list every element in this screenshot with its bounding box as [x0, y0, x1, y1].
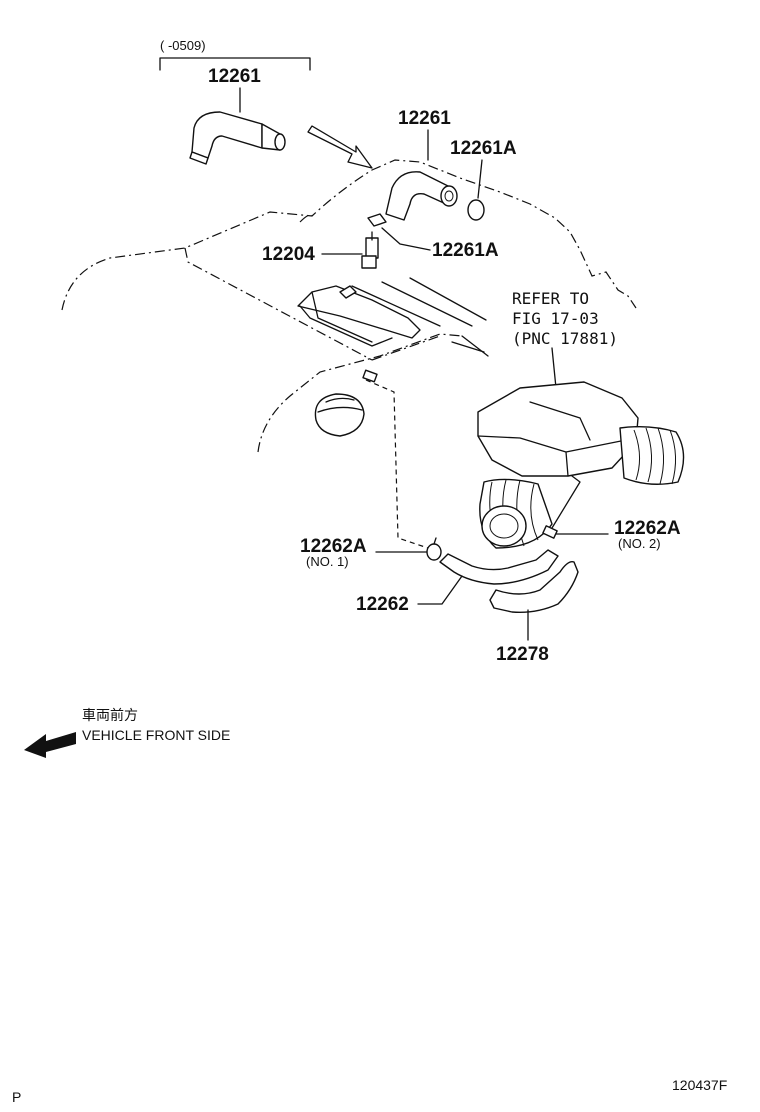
refer-note: REFER TO FIG 17-03 (PNC 17881): [512, 289, 618, 348]
hose-12278-part[interactable]: [489, 561, 579, 614]
clamp-12261a-lower-part[interactable]: [367, 213, 387, 227]
hose-12261-part[interactable]: [385, 171, 458, 221]
engine-outline: [61, 159, 637, 453]
svg-text:REFER TO: REFER TO: [512, 289, 589, 308]
label-clamp-no2[interactable]: 12262A: [614, 518, 681, 539]
hose-12262-part[interactable]: [439, 549, 559, 585]
label-hose-new[interactable]: 12261: [398, 108, 451, 129]
label-clamp-a[interactable]: 12261A: [450, 138, 517, 159]
label-pcv-valve[interactable]: 12204: [262, 244, 315, 265]
vehicle-front-arrow-icon: [24, 732, 76, 758]
svg-text:(PNC 17881): (PNC 17881): [512, 329, 618, 348]
figure-number: 120437F: [672, 1077, 727, 1093]
pcv-valve-12204-part[interactable]: [361, 231, 379, 269]
label-clamp-no2-sub: (NO. 2): [618, 536, 661, 551]
leader-clamp-b: [381, 227, 431, 251]
label-clamp-no1[interactable]: 12262A: [300, 536, 367, 557]
leader-refer: [551, 347, 557, 389]
label-clamp-b[interactable]: 12261A: [432, 240, 499, 261]
label-hose-12262[interactable]: 12262: [356, 594, 409, 615]
leader-hose-12262: [417, 575, 463, 605]
clamp-12262a-no2-part[interactable]: [542, 525, 558, 539]
date-range-label: ( -0509): [160, 38, 206, 53]
fitting-upper: [362, 369, 378, 383]
clamp-12261a-upper-part[interactable]: [467, 199, 485, 221]
clamp-12262a-no1-part[interactable]: [426, 537, 442, 561]
install-direction-arrow: [307, 125, 373, 169]
direction-label-japanese: 車両前方: [82, 707, 138, 723]
air-cleaner-assembly: [477, 381, 685, 549]
leader-clamp-a: [477, 159, 483, 199]
pcv-grommet: [339, 285, 357, 299]
direction-label-english: VEHICLE FRONT SIDE: [82, 727, 230, 743]
oil-filler-cap: [314, 393, 365, 437]
footer-left-mark: P: [12, 1089, 21, 1105]
label-clamp-no1-sub: (NO. 1): [306, 554, 349, 569]
label-hose-old[interactable]: 12261: [208, 66, 261, 87]
date-range-bracket: [159, 57, 311, 71]
hose-12261-old-part[interactable]: [189, 111, 286, 165]
svg-text:FIG 17-03: FIG 17-03: [512, 309, 599, 328]
hose-route-dashed: [365, 379, 429, 549]
cylinder-head-cover: [297, 277, 489, 357]
label-hose-12278[interactable]: 12278: [496, 644, 549, 665]
